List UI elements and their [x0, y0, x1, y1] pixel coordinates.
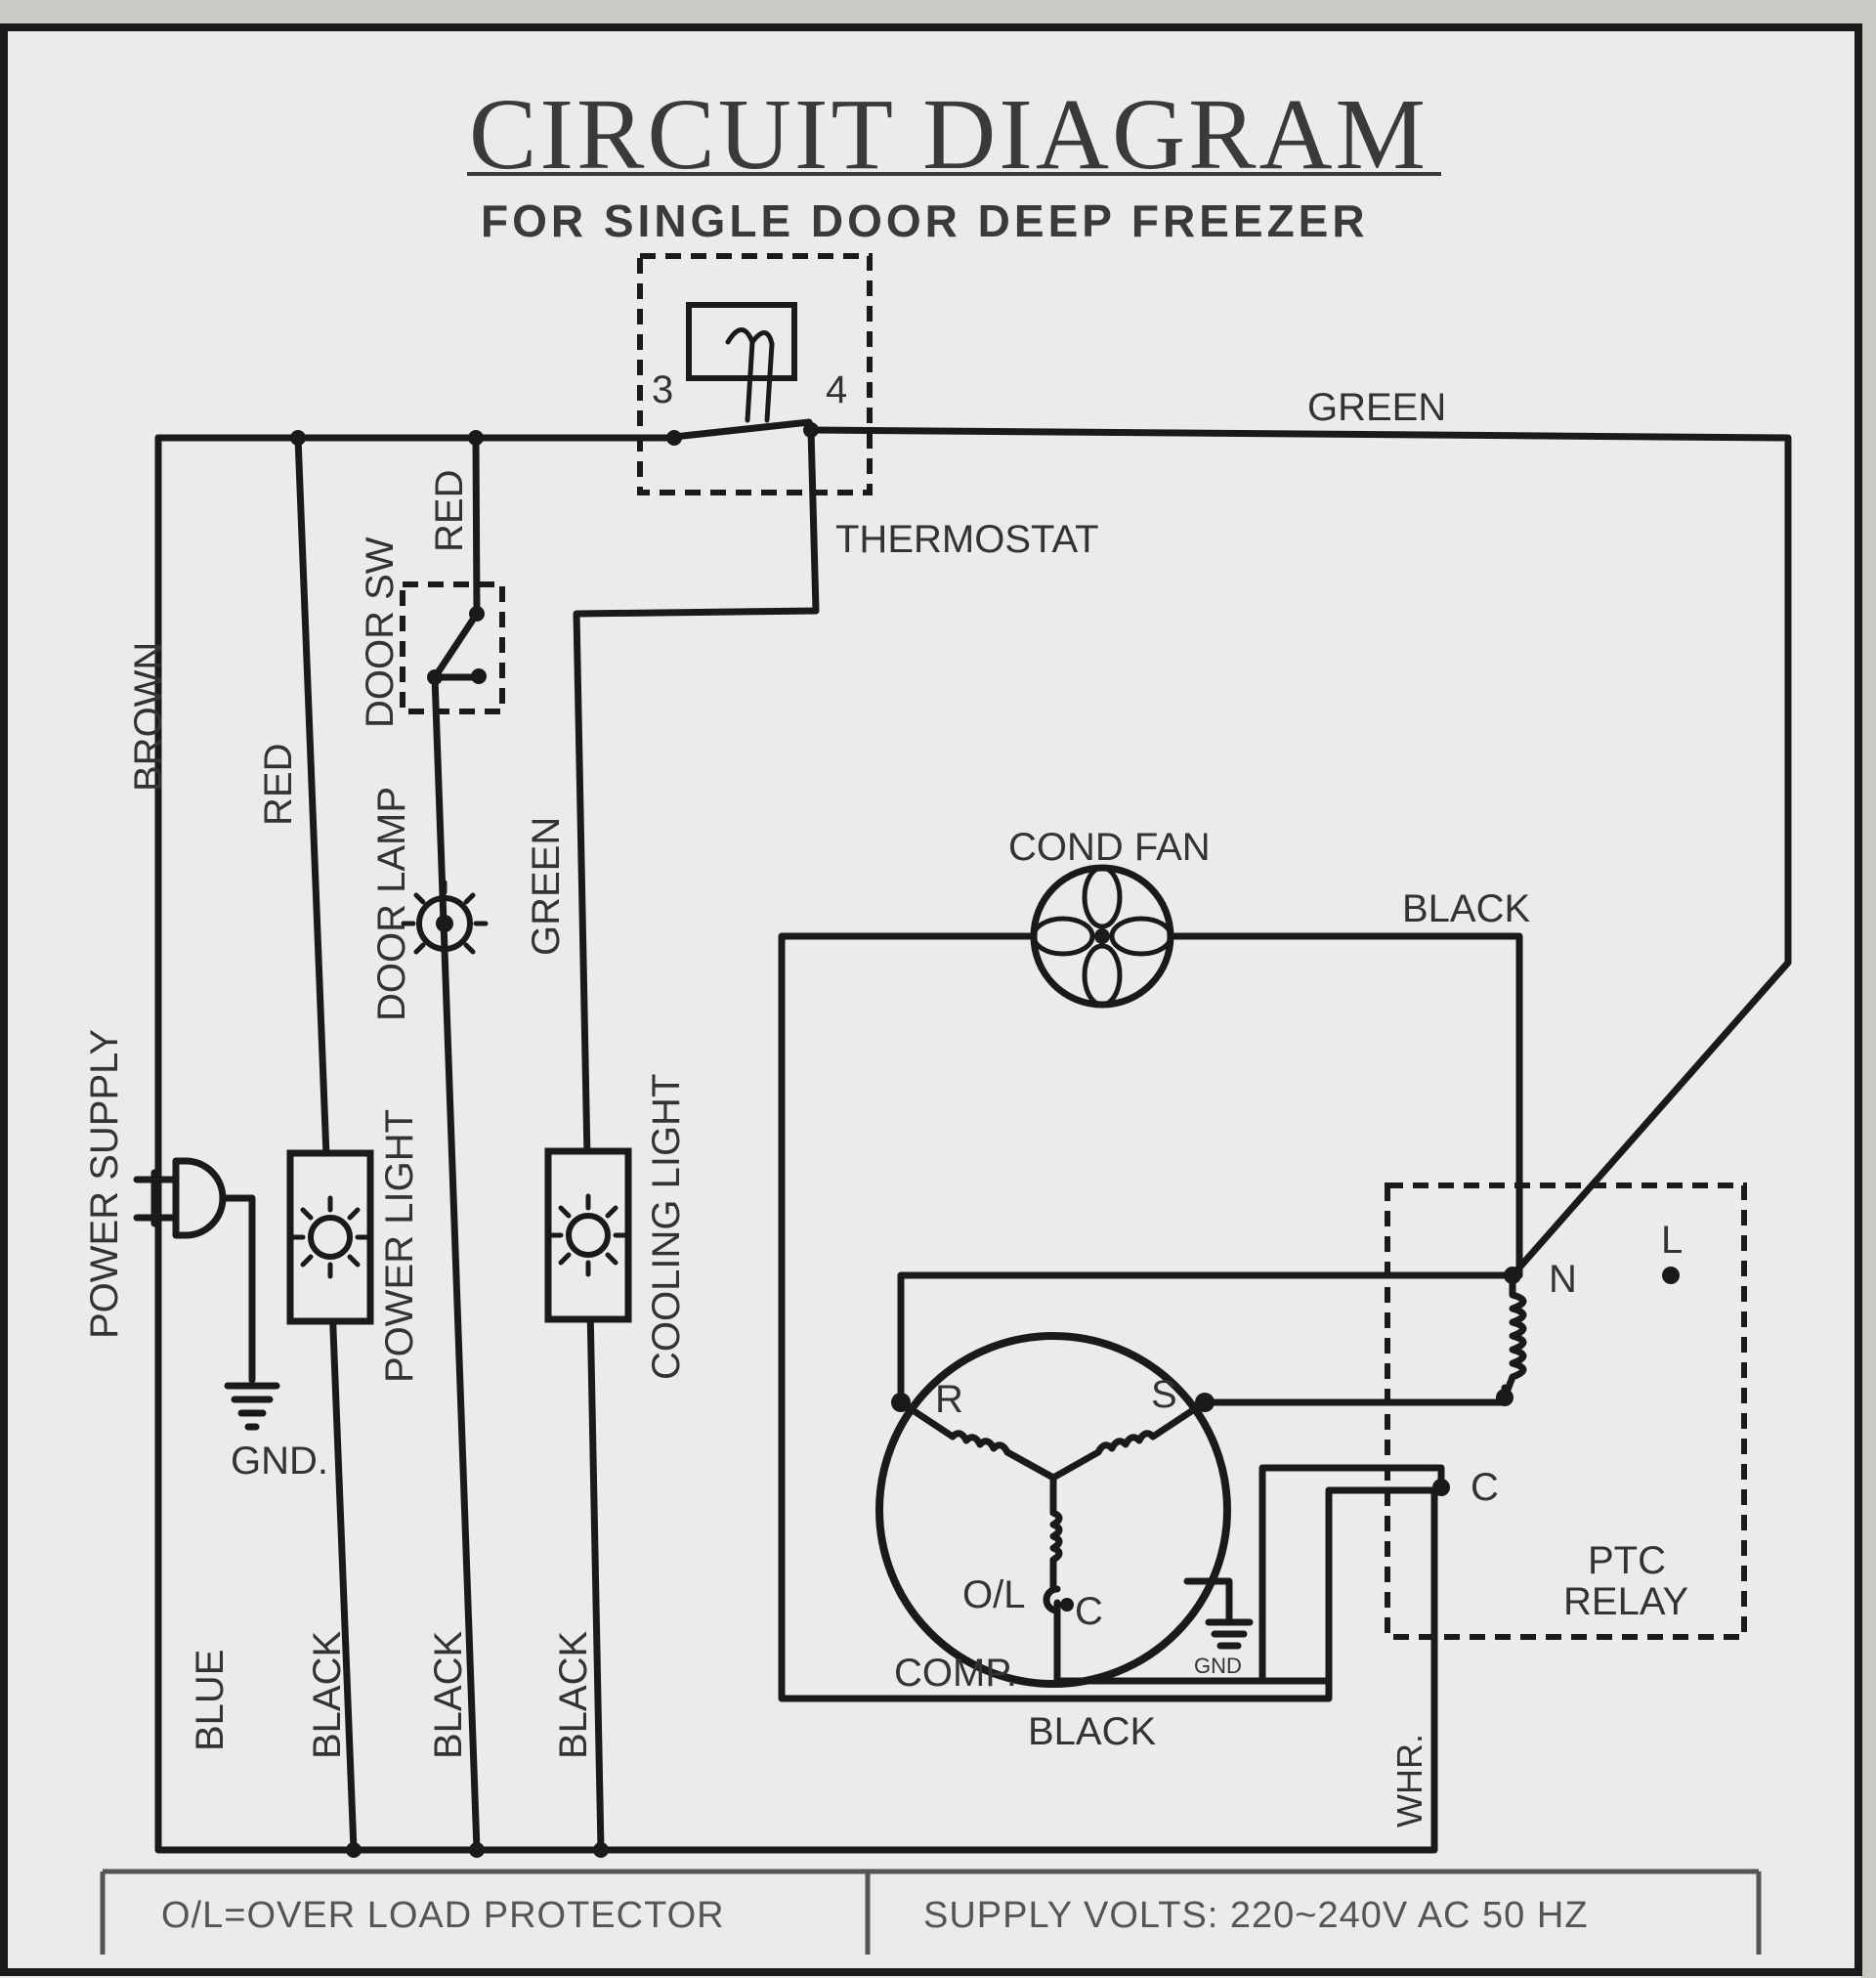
- thermostat-bulb-icon: [686, 302, 797, 381]
- door-switch-box: [400, 581, 505, 714]
- compressor-ol-link: [1043, 1585, 1333, 1685]
- footer-right-text: SUPPLY VOLTS: 220~240V AC 50 HZ: [923, 1895, 1589, 1936]
- label-relay: RELAY: [1563, 1580, 1688, 1623]
- label-green-top: GREEN: [1307, 386, 1446, 429]
- relay-l-dot: [1662, 1267, 1680, 1284]
- label-comp-gnd: GND: [1194, 1654, 1242, 1678]
- junction-dot-1: [346, 1842, 362, 1858]
- label-power-light: POWER LIGHT: [378, 1109, 421, 1383]
- label-relay-l: L: [1661, 1219, 1683, 1262]
- thermostat-terminal-3: 3: [652, 368, 673, 411]
- wire-red-power-light: [294, 434, 358, 1854]
- door-switch-dot-top: [469, 606, 485, 622]
- label-black-3: BLACK: [552, 1631, 595, 1759]
- thermostat-terminal-4: 4: [826, 368, 847, 411]
- compressor-c-dot: [1060, 1598, 1074, 1612]
- label-comp-r: R: [935, 1378, 963, 1421]
- label-ptc: PTC: [1588, 1539, 1666, 1582]
- wire-fan-black-right: [1167, 932, 1523, 1279]
- cooling-light-icon: [546, 1193, 630, 1277]
- label-fan-black: BLACK: [1402, 887, 1530, 930]
- wire-r-to-n: [897, 1271, 1516, 1406]
- compressor-winding-c: [1049, 1474, 1063, 1592]
- relay-c-dot: [1432, 1479, 1450, 1496]
- footer-left-text: O/L=OVER LOAD PROTECTOR: [161, 1895, 725, 1936]
- junction-dot-3: [593, 1842, 609, 1858]
- relay-s-dot: [1496, 1389, 1514, 1406]
- compressor-winding-r: [897, 1398, 1057, 1482]
- label-door-lamp: DOOR LAMP: [370, 787, 413, 1021]
- label-comp-ol: O/L: [962, 1573, 1025, 1616]
- door-lamp-icon: [401, 880, 489, 968]
- relay-n-dot: [1504, 1267, 1521, 1284]
- relay-coil-icon: [1501, 1271, 1527, 1401]
- wire-black-door-lamp: [431, 673, 481, 1854]
- panel-border: [0, 23, 1862, 1976]
- label-comp-c: C: [1075, 1590, 1103, 1633]
- label-black-1: BLACK: [306, 1631, 349, 1759]
- junction-dot-door: [468, 430, 484, 446]
- label-whr: WHR.: [1389, 1734, 1429, 1828]
- ground-icon: [224, 1382, 280, 1431]
- thermostat-box: [637, 253, 873, 495]
- thermostat-contact: [670, 418, 813, 441]
- label-comp: COMP.: [894, 1652, 1017, 1695]
- label-red-door: RED: [428, 470, 471, 552]
- door-switch-dot-right: [471, 668, 487, 684]
- junction-dot-red: [290, 430, 306, 446]
- label-relay-c: C: [1471, 1466, 1499, 1509]
- comp-ground-icon: [1205, 1618, 1254, 1650]
- door-switch-dot-left: [427, 669, 443, 685]
- label-red-power: RED: [257, 744, 300, 826]
- thermostat-label: THERMOSTAT: [835, 518, 1099, 561]
- wire-comp-ground: [1183, 1577, 1233, 1621]
- wire-relay-c-loop: [1258, 1464, 1445, 1685]
- label-black-2: BLACK: [427, 1631, 470, 1759]
- label-cooling-light: COOLING LIGHT: [645, 1074, 688, 1380]
- label-blue: BLUE: [189, 1650, 232, 1752]
- label-gnd: GND.: [231, 1440, 328, 1483]
- wire-green-top: [807, 426, 1792, 1279]
- label-comp-black: BLACK: [1028, 1710, 1156, 1753]
- label-green-cooling: GREEN: [525, 817, 568, 956]
- wire-red-door-switch: [431, 434, 481, 681]
- thermostat-capillary-icon: [725, 327, 775, 423]
- junction-dot-2: [469, 1842, 485, 1858]
- ptc-relay-box: [1385, 1182, 1747, 1640]
- wire-relay-c-inner: [1325, 1486, 1448, 1685]
- diagram-subtitle: FOR SINGLE DOOR DEEP FREEZER: [481, 195, 1369, 246]
- condenser-fan-icon: [1030, 864, 1174, 1009]
- compressor-circle: [875, 1332, 1231, 1688]
- wire-brown-blue-loop: [154, 434, 1438, 1854]
- diagram-title: CIRCUIT DIAGRAM: [469, 78, 1428, 191]
- label-brown: BROWN: [127, 642, 170, 792]
- panel-background: [0, 24, 1861, 1978]
- label-comp-s: S: [1151, 1373, 1177, 1416]
- label-door-sw: DOOR SW: [359, 537, 402, 728]
- power-light-icon: [288, 1195, 372, 1279]
- label-power-supply: POWER SUPPLY: [83, 1029, 126, 1339]
- compressor-winding-s: [1049, 1398, 1209, 1482]
- label-relay-n: N: [1549, 1258, 1577, 1301]
- label-cond-fan: COND FAN: [1008, 826, 1211, 869]
- wire-ground: [219, 1194, 256, 1384]
